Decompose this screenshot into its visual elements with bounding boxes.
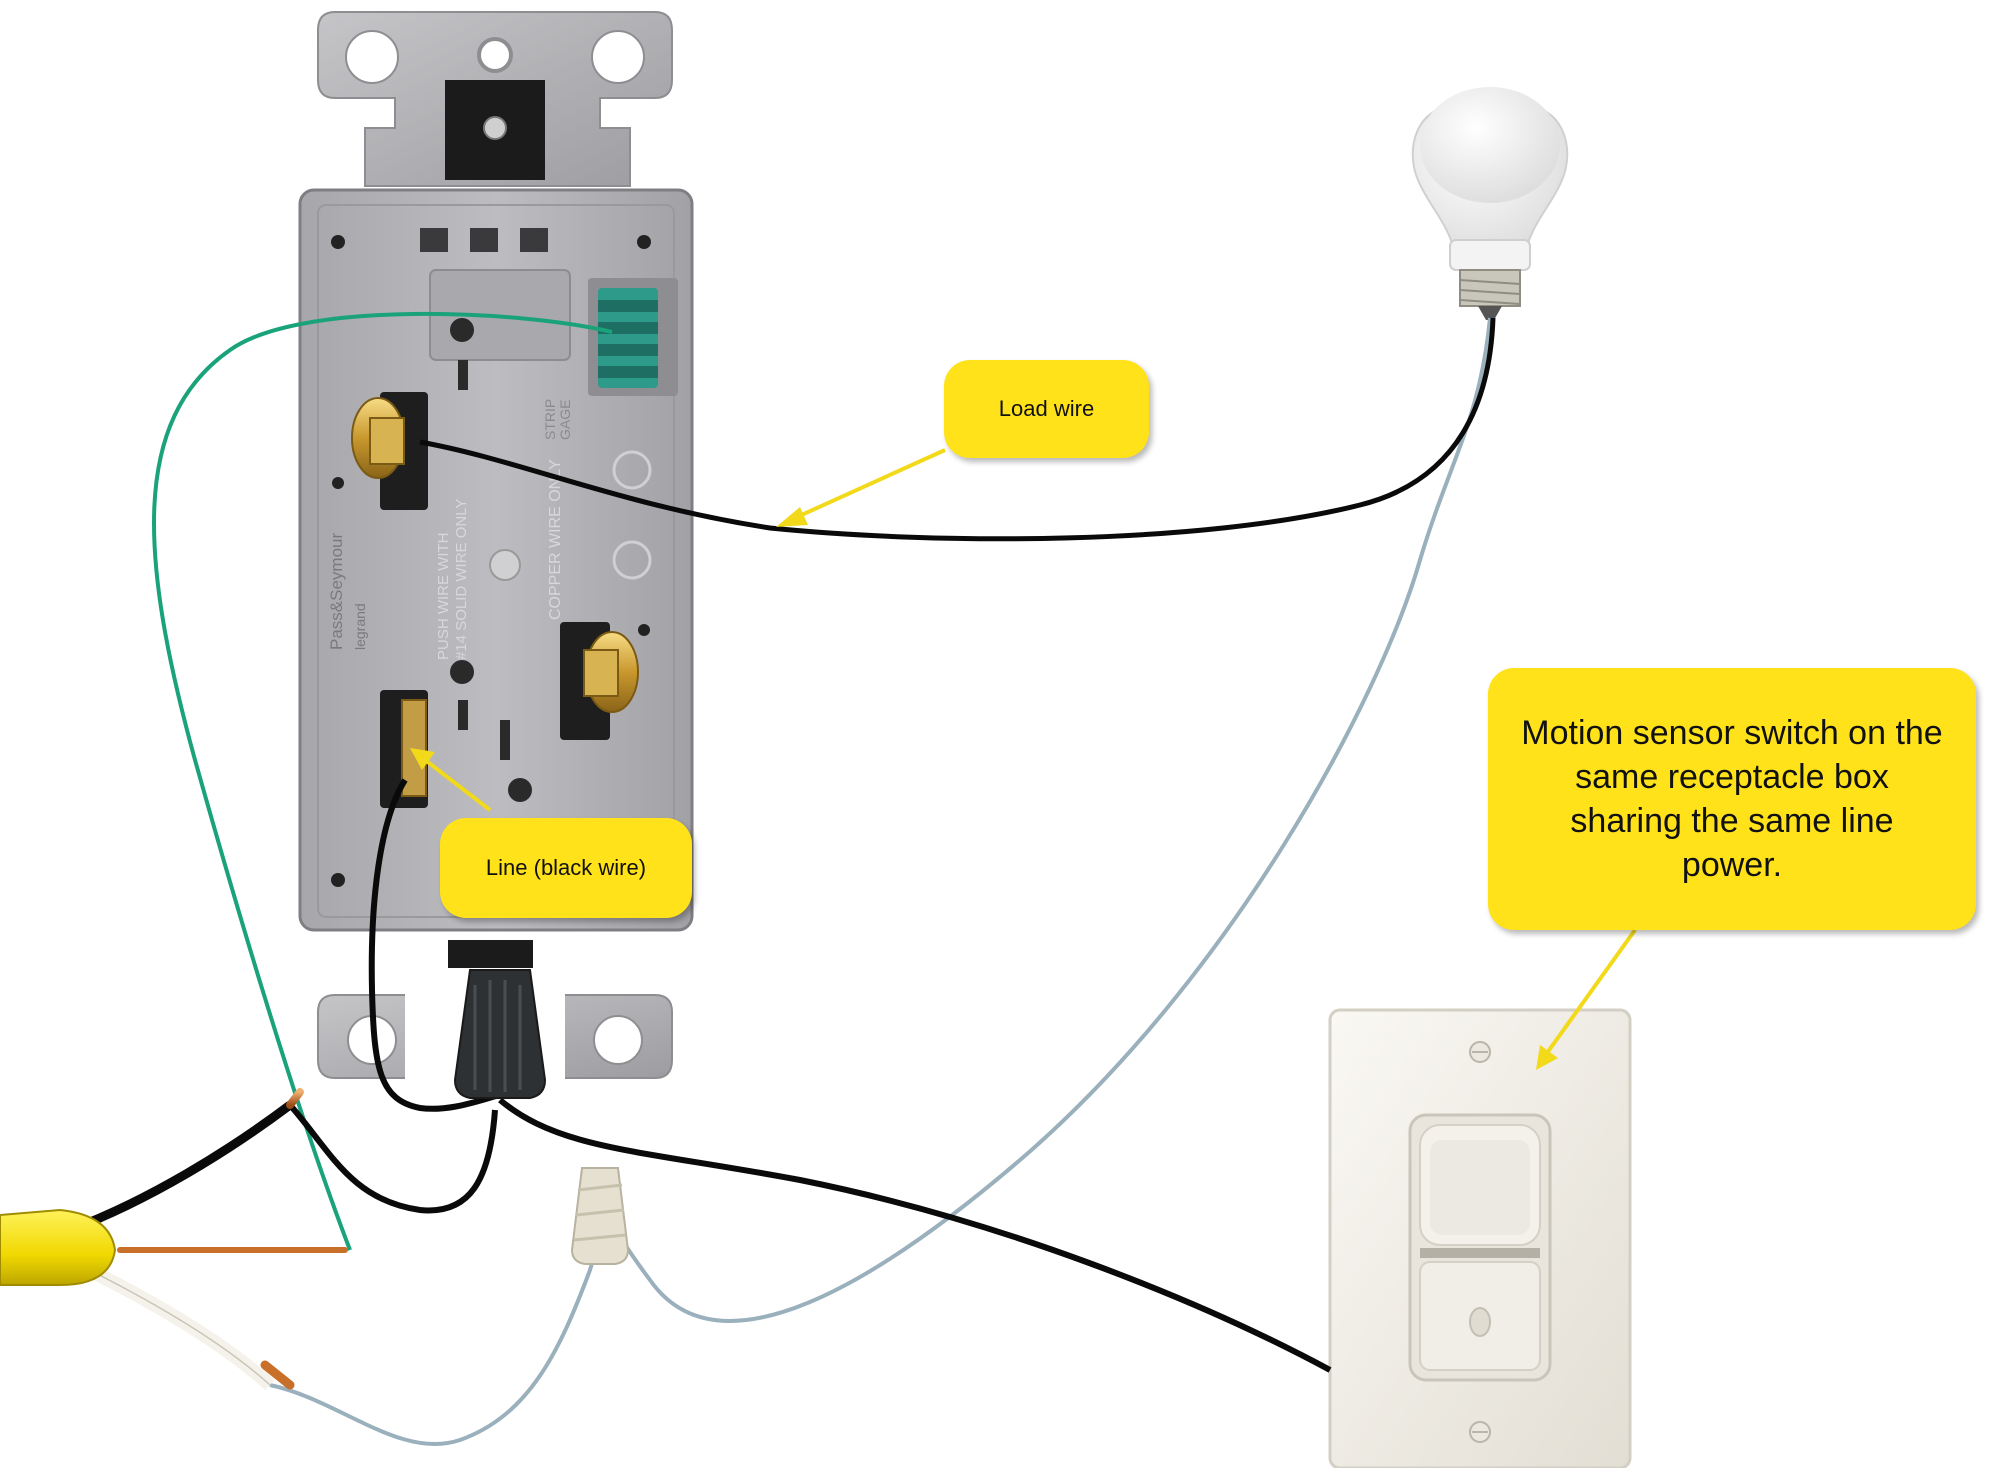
neutral-wire-supply [269,1224,602,1447]
brand-emboss: legrand [352,603,368,650]
copper-neutral-end [260,1360,295,1390]
wire-nut-icon [453,969,547,1099]
receptacle: Pass&Seymour legrand PUSH WIRE WITH #14 … [298,11,694,1105]
ground-wire [151,311,613,1251]
line-wire [368,778,501,1112]
strap-hole-left-top [345,30,399,84]
load-wire-callout: Load wire [944,360,1149,458]
line-wire-callout: Line (black wire) [440,818,692,918]
body-hole [331,235,345,249]
push-in-hole [508,778,532,802]
body-hole [637,235,651,249]
body-slot [520,228,548,252]
motion-sensor-callout: Motion sensor switch on the same recepta… [1488,668,1976,930]
body-slot [420,228,448,252]
push-in-hole [450,660,474,684]
switch-line-wire [498,1097,1332,1373]
strip-gage-emboss: STRIP [542,399,558,440]
brand-emboss: Pass&Seymour [327,533,346,650]
push-in-hole [450,318,474,342]
strip-gage-emboss: GAGE [557,400,573,440]
motion-sensor-switch-icon [1328,1008,1632,1470]
body-hole [331,873,345,887]
supply-neutral-wire [66,1253,275,1391]
strap-screw-top [477,37,513,73]
push-wire-emboss: #14 SOLID WIRE ONLY [453,499,470,660]
supply-hot-wire [287,1103,498,1214]
copper-wire-end [286,1088,304,1109]
copper-emboss: COPPER WIRE ONLY [547,459,564,620]
supply-cable [0,1208,117,1286]
light-bulb-icon [1411,87,1569,320]
line-wire-label: Line (black wire) [485,855,647,880]
side-terminal [560,622,639,740]
strap-hole-right-top [591,30,645,84]
load-arrow [776,448,946,527]
wire-nut-icon [570,1167,630,1265]
push-wire-emboss: PUSH WIRE WITH [435,533,452,661]
strap-bottom-slot [448,940,533,968]
load-wire-label: Load wire [998,396,1095,421]
strap-top-tab-screw [483,116,507,140]
load-wire [419,317,1496,542]
ground-screw [588,278,678,396]
switch-arrow [1536,928,1637,1070]
load-terminal [351,392,428,510]
neutral-wire-bulb [603,317,1492,1323]
body-slot [470,228,498,252]
motion-sensor-label: Motion sensor switch on the same recepta… [1521,714,1943,884]
strap-hole-right-bottom [593,1015,643,1065]
supply-hot-insulation [68,1101,293,1235]
body-hole [332,477,344,489]
line-arrow [410,748,492,812]
line-terminal [380,690,428,808]
body-hole [638,624,650,636]
